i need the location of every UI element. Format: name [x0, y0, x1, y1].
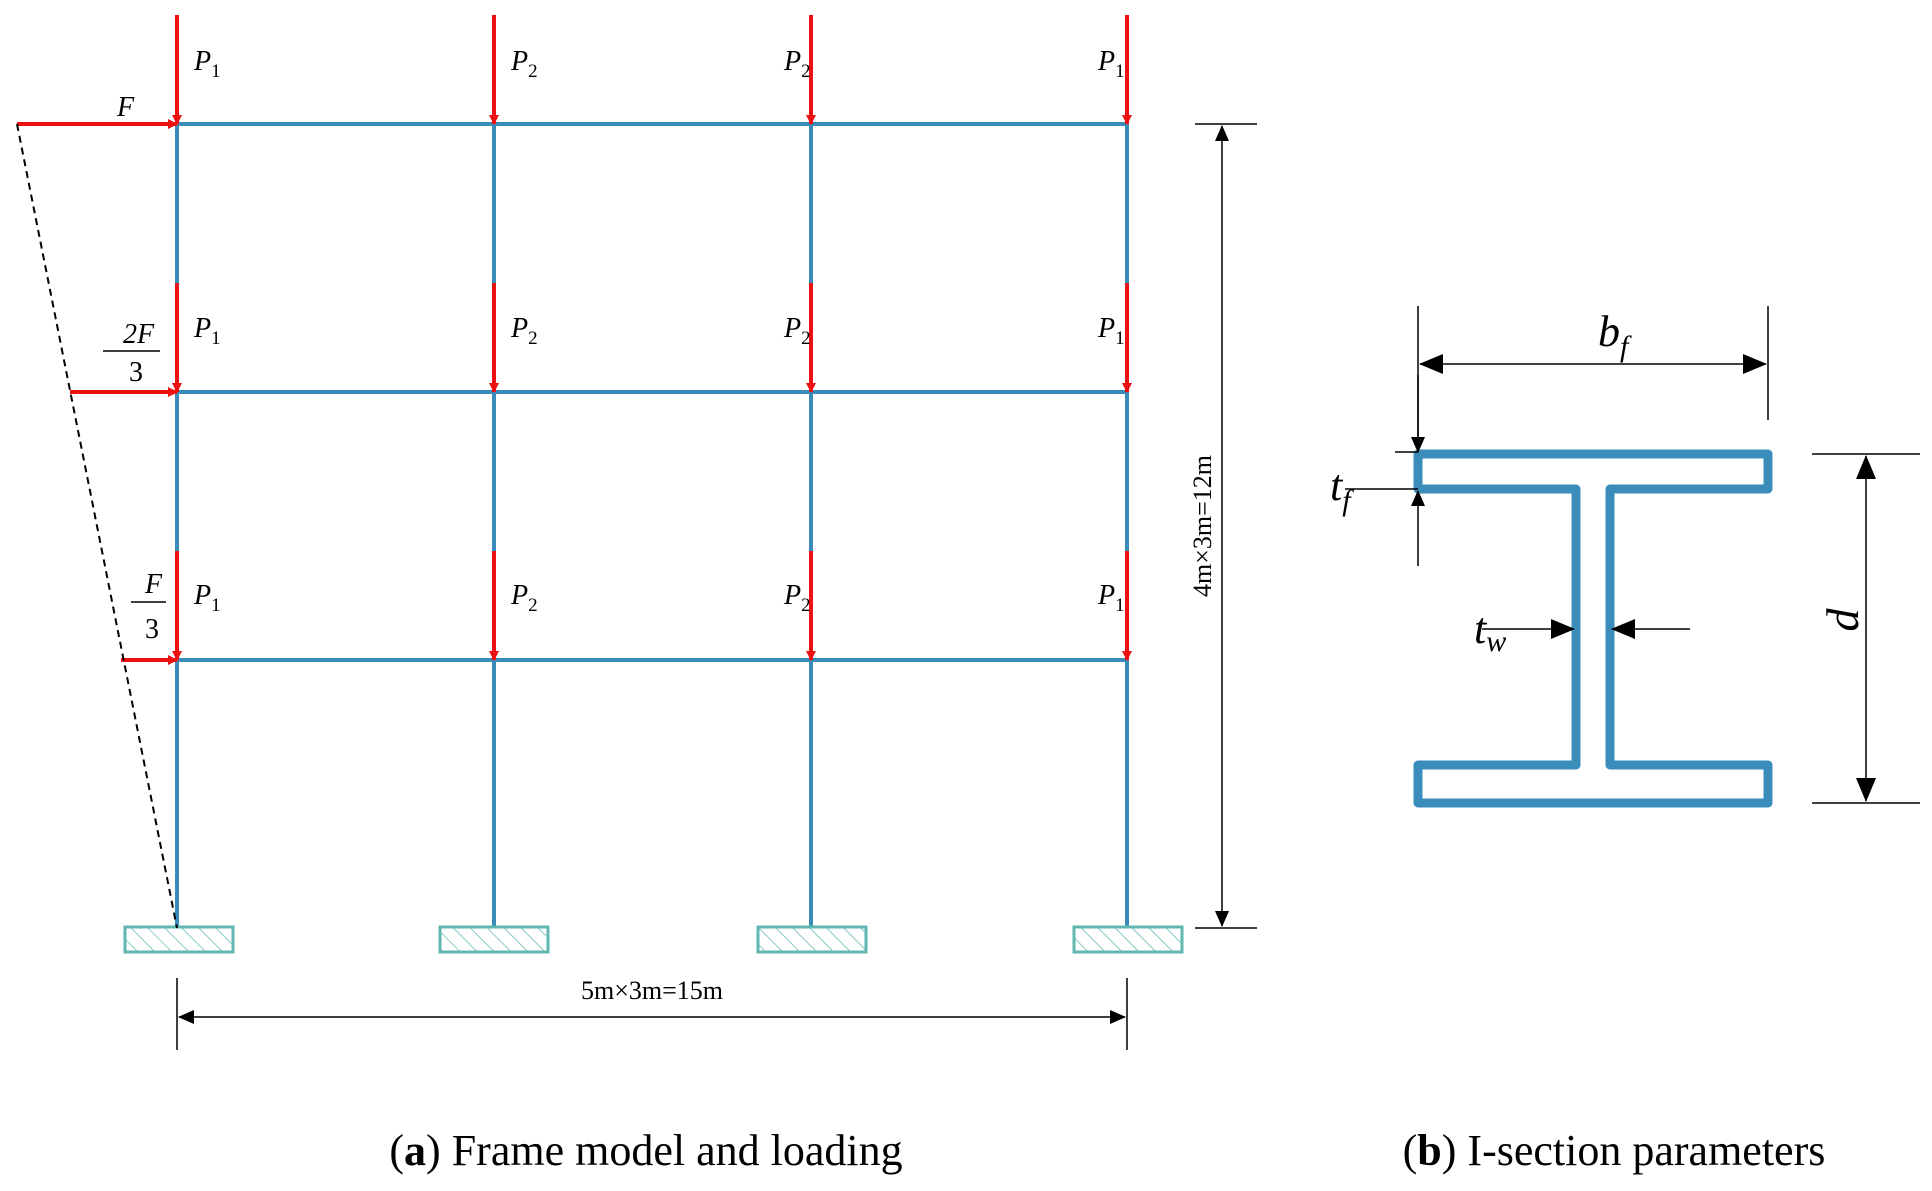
frame-members	[175, 122, 1129, 928]
support-3	[756, 925, 868, 954]
load-label-r3c3: P2	[783, 580, 811, 616]
d-label: d	[1817, 608, 1868, 632]
load-label-r3c2: P2	[510, 580, 538, 616]
height-dimension	[1195, 123, 1257, 929]
load-label-r2c2: P2	[510, 313, 538, 349]
load-label-r1c4: P1	[1097, 46, 1125, 82]
i-section-outline	[1413, 449, 1773, 808]
d-dimension	[1812, 453, 1920, 804]
lateral-label-middle-num: 2F	[123, 319, 155, 350]
load-distribution-line	[16, 123, 178, 929]
caption-a: (a) Frame model and loading	[389, 1126, 902, 1175]
load-label-r2c4: P1	[1097, 313, 1125, 349]
height-dimension-label: 4m×3m=12m	[1188, 455, 1217, 597]
caption-b: (b) I-section parameters	[1403, 1126, 1826, 1175]
fixed-supports	[123, 925, 1184, 954]
bf-label: bf	[1598, 307, 1632, 363]
load-label-r3c4: P1	[1097, 580, 1125, 616]
tf-dimension	[1345, 375, 1425, 566]
gravity-loads	[172, 15, 1132, 661]
load-label-r1c3: P2	[783, 46, 811, 82]
width-dimension-label: 5m×3m=15m	[581, 976, 723, 1005]
lateral-loads	[17, 119, 178, 665]
gravity-load-labels: P1 P2 P2 P1 P1 P2 P2 P1 P1 P2 P2 P1	[193, 46, 1125, 616]
support-2	[438, 925, 550, 954]
load-label-r2c3: P2	[783, 313, 811, 349]
load-label-r1c2: P2	[510, 46, 538, 82]
lateral-label-bottom-num: F	[144, 569, 163, 600]
frame-diagram: P1 P2 P2 P1 P1 P2 P2 P1 P1 P2 P2 P1 F 2F	[16, 15, 1257, 1050]
lateral-label-top: F	[116, 92, 135, 123]
tw-label: tw	[1474, 604, 1506, 658]
load-label-r3c1: P1	[193, 580, 221, 616]
bf-dimension	[1417, 306, 1769, 440]
load-label-r1c1: P1	[193, 46, 221, 82]
load-label-r2c1: P1	[193, 313, 221, 349]
support-1	[123, 925, 235, 954]
support-4	[1072, 925, 1184, 954]
i-section-diagram: bf tf tw d	[1330, 306, 1920, 808]
lateral-load-labels: F 2F 3 F 3	[103, 92, 166, 645]
width-dimension	[176, 978, 1128, 1050]
lateral-label-bottom-den: 3	[145, 614, 159, 645]
lateral-label-middle-den: 3	[129, 357, 143, 388]
